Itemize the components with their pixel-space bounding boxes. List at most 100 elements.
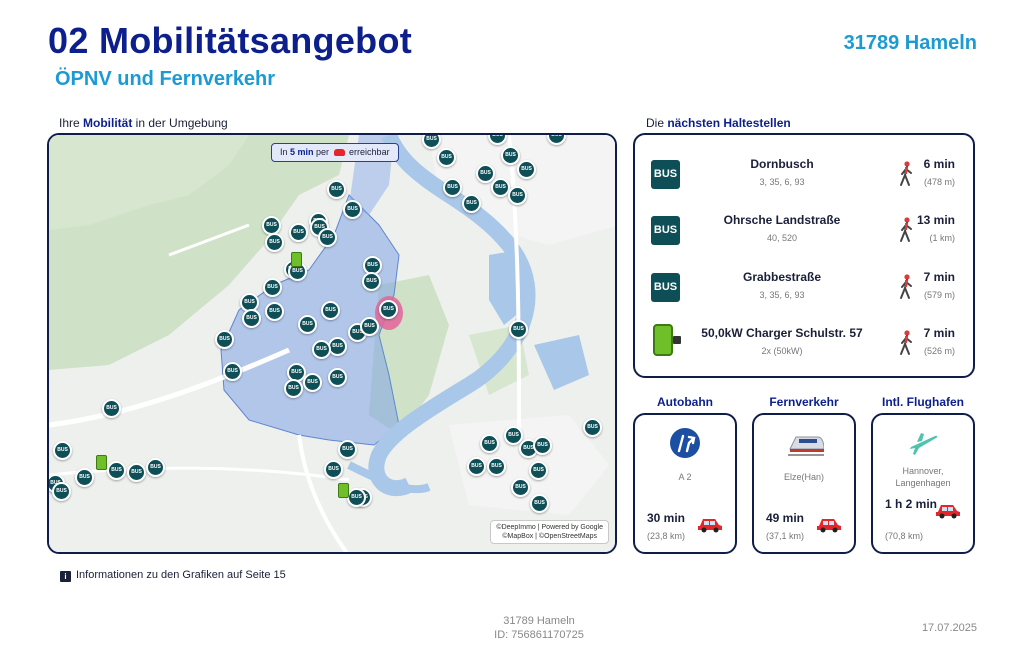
- charger-map-pin[interactable]: [291, 252, 302, 267]
- bus-stop-pin[interactable]: BUS: [107, 461, 126, 480]
- bus-stop-pin[interactable]: BUS: [75, 468, 94, 487]
- stop-distance: (579 m): [923, 290, 955, 300]
- map-section-label: Ihre Mobilität in der Umgebung: [59, 116, 228, 130]
- fernverkehr-title: Fernverkehr: [769, 395, 839, 409]
- bus-icon: BUS: [651, 216, 680, 245]
- bus-stop-pin[interactable]: BUS: [223, 362, 242, 381]
- bus-stop-pin[interactable]: BUS: [533, 436, 552, 455]
- stop-name: Grabbestraße: [742, 270, 822, 284]
- bus-stop-pin[interactable]: BUS: [508, 186, 527, 205]
- fernverkehr-place: Elze(Han): [783, 472, 824, 482]
- car-icon: [698, 519, 722, 533]
- autobahn-distance: (23,8 km): [647, 531, 686, 541]
- stop-lines: 2x (50kW): [761, 346, 803, 356]
- stop-distance: (478 m): [923, 177, 955, 187]
- fernverkehr-card[interactable]: Elze(Han) 49 min (37,1 km): [752, 413, 856, 554]
- autobahn-place: A 2: [678, 472, 692, 482]
- bus-stop-pin[interactable]: BUS: [529, 461, 548, 480]
- stop-row[interactable]: BUS Grabbestraße 3, 35, 6, 93 7 min (579…: [649, 266, 961, 310]
- stop-distance: (526 m): [923, 346, 955, 356]
- bus-stop-pin[interactable]: BUS: [476, 164, 495, 183]
- flughafen-time: 1 h 2 min: [885, 497, 938, 511]
- flughafen-title: Intl. Flughafen: [882, 395, 964, 409]
- stop-row[interactable]: BUS Ohrsche Landstraße 40, 520 13 min (1…: [649, 209, 961, 253]
- bus-stop-pin[interactable]: BUS: [327, 180, 346, 199]
- page-title: 02 Mobilitätsangebot: [48, 20, 413, 61]
- bus-stop-pin[interactable]: BUS: [583, 418, 602, 437]
- bus-stop-pin[interactable]: BUS: [487, 457, 506, 476]
- bus-stop-pin[interactable]: BUS: [338, 440, 357, 459]
- footer-address: 31789 Hameln ID: 756861170725: [494, 615, 584, 641]
- bus-stop-pin[interactable]: BUS: [443, 178, 462, 197]
- bus-stop-pin[interactable]: BUS: [509, 320, 528, 339]
- bus-stop-pin[interactable]: BUS: [467, 457, 486, 476]
- bus-stop-pin[interactable]: BUS: [480, 434, 499, 453]
- bus-stop-pin[interactable]: BUS: [517, 160, 536, 179]
- bus-icon: BUS: [651, 273, 680, 302]
- stop-walk-time: 7 min: [923, 270, 955, 284]
- fernverkehr-distance: (37,1 km): [766, 531, 805, 541]
- bus-stop-pin[interactable]: BUS: [265, 233, 284, 252]
- bus-stop-pin[interactable]: BUS: [321, 301, 340, 320]
- autobahn-title: Autobahn: [657, 395, 713, 409]
- walking-person-icon: [900, 217, 912, 242]
- bus-stop-pin[interactable]: BUS: [53, 441, 72, 460]
- fernverkehr-time: 49 min: [766, 511, 805, 525]
- bus-stop-pin[interactable]: BUS: [422, 135, 441, 149]
- page-subtitle: ÖPNV und Fernverkehr: [55, 68, 276, 90]
- bus-stop-pin[interactable]: BUS: [360, 317, 379, 336]
- bus-stop-pin[interactable]: BUS: [215, 330, 234, 349]
- bus-stop-pin[interactable]: BUS: [52, 482, 71, 501]
- map-copyright: ©DeepImmo | Powered by Google ©MapBox | …: [490, 520, 609, 544]
- bus-stop-pin[interactable]: BUS: [287, 363, 306, 382]
- bus-stop-pin[interactable]: BUS: [312, 340, 331, 359]
- bus-stop-pin[interactable]: BUS: [102, 399, 121, 418]
- bus-stop-pin[interactable]: BUS: [303, 373, 322, 392]
- ev-charger-icon: [653, 324, 673, 356]
- stop-row[interactable]: BUS Dornbusch 3, 35, 6, 93 6 min (478 m): [649, 153, 961, 197]
- autobahn-time: 30 min: [647, 511, 686, 525]
- city-label: 31789 Hameln: [843, 32, 977, 54]
- bus-stop-pin[interactable]: BUS: [511, 478, 530, 497]
- train-icon: [788, 436, 824, 456]
- bus-stop-pin[interactable]: BUS: [263, 278, 282, 297]
- bus-stop-pin[interactable]: BUS: [379, 300, 398, 319]
- highway-icon: [670, 428, 700, 458]
- bus-stop-pin[interactable]: BUS: [242, 309, 261, 328]
- bus-stop-pin[interactable]: BUS: [343, 200, 362, 219]
- bus-stop-pin[interactable]: BUS: [437, 148, 456, 167]
- bus-stop-pin[interactable]: BUS: [347, 488, 366, 507]
- bus-stop-pin[interactable]: BUS: [318, 228, 337, 247]
- bus-stop-pin[interactable]: BUS: [530, 494, 549, 513]
- bus-stop-pin[interactable]: BUS: [284, 379, 303, 398]
- stop-distance: (1 km): [929, 233, 956, 243]
- bus-stop-pin[interactable]: BUS: [504, 426, 523, 445]
- autobahn-card[interactable]: A 2 30 min (23,8 km): [633, 413, 737, 554]
- bus-stop-pin[interactable]: BUS: [462, 194, 481, 213]
- charger-map-pin[interactable]: [96, 455, 107, 470]
- bus-stop-pin[interactable]: BUS: [324, 460, 343, 479]
- bus-stop-pin[interactable]: BUS: [262, 216, 281, 235]
- stop-row[interactable]: 50,0kW Charger Schulstr. 57 2x (50kW) 7 …: [649, 322, 961, 366]
- flughafen-card[interactable]: Hannover, Langenhagen 1 h 2 min (70,8 km…: [871, 413, 975, 554]
- stop-walk-time: 6 min: [923, 157, 955, 171]
- bus-stop-pin[interactable]: BUS: [127, 463, 146, 482]
- plug-icon: [673, 336, 681, 344]
- charger-map-pin[interactable]: [338, 483, 349, 498]
- bus-stop-pin[interactable]: BUS: [146, 458, 165, 477]
- flughafen-place: Hannover, Langenhagen: [895, 466, 951, 488]
- bus-stop-pin[interactable]: BUS: [362, 272, 381, 291]
- flughafen-distance: (70,8 km): [885, 531, 924, 541]
- bus-stop-pin[interactable]: BUS: [328, 337, 347, 356]
- footer-date: 17.07.2025: [921, 622, 977, 634]
- stop-name: Dornbusch: [750, 157, 814, 171]
- bus-stop-pin[interactable]: BUS: [265, 302, 284, 321]
- bus-stop-pin[interactable]: BUS: [289, 223, 308, 242]
- bus-stop-pin[interactable]: BUS: [501, 146, 520, 165]
- stop-walk-time: 7 min: [923, 326, 955, 340]
- bus-stop-pin[interactable]: BUS: [491, 178, 510, 197]
- bus-stop-pin[interactable]: BUS: [328, 368, 347, 387]
- stops-panel: BUS Dornbusch 3, 35, 6, 93 6 min (478 m)…: [633, 133, 975, 378]
- bus-stop-pin[interactable]: BUS: [298, 315, 317, 334]
